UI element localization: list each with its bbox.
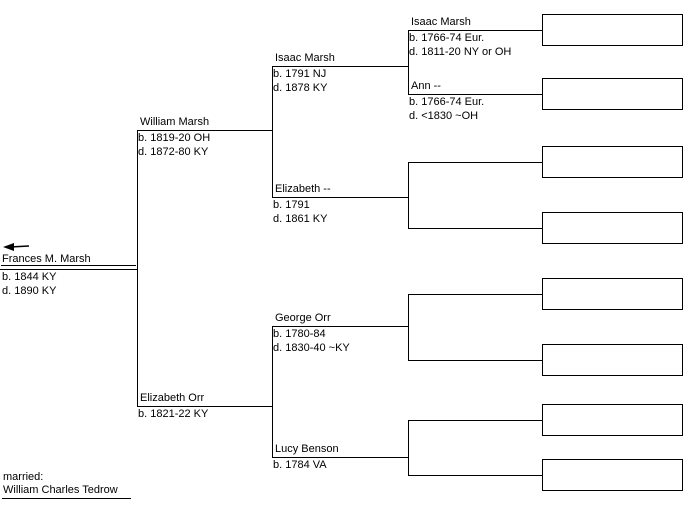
mother-line	[137, 406, 273, 407]
left-arrow-icon[interactable]	[3, 242, 30, 252]
bracket-pgm-parents	[408, 162, 409, 229]
empty-ancestor-box	[542, 404, 683, 436]
person-birth: b. 1791	[273, 199, 310, 211]
person-name: William Marsh	[140, 116, 210, 128]
empty-ancestor-box	[542, 78, 683, 110]
blank-ancestor-line	[408, 228, 542, 229]
paternal-grandmother-line	[272, 197, 409, 198]
root-name-underline	[1, 265, 136, 266]
person-name: Isaac Marsh	[275, 52, 335, 64]
person-name: Elizabeth Orr	[140, 392, 205, 404]
person-birth: b. 1766-74 Eur.	[409, 96, 485, 108]
blank-ancestor-line	[408, 294, 542, 295]
bracket-father-parents	[272, 66, 273, 198]
empty-ancestor-box	[542, 146, 683, 178]
person-death: d. 1830-40 ~KY	[273, 342, 350, 354]
maternal-grandmother-line	[272, 457, 409, 458]
empty-ancestor-box	[542, 459, 683, 491]
maternal-grandfather-line	[272, 326, 409, 327]
person-name: George Orr	[275, 312, 331, 324]
person-birth: b. 1821-22 KY	[138, 408, 209, 420]
paternal-grandfather-line	[272, 66, 409, 67]
blank-ancestor-line	[408, 475, 542, 476]
person-birth: b. 1819-20 OH	[138, 132, 211, 144]
person-birth: b. 1784 VA	[273, 459, 327, 471]
blank-ancestor-line	[408, 162, 542, 163]
person-name: Lucy Benson	[275, 443, 339, 455]
person-death: d. 1872-80 KY	[138, 146, 209, 158]
root-pedigree-line	[0, 269, 137, 270]
blank-ancestor-line	[408, 360, 542, 361]
bracket-mgf-parents	[408, 294, 409, 361]
bracket-pgf-parents	[408, 30, 409, 95]
person-death: d. <1830 ~OH	[409, 110, 479, 122]
person-birth: b. 1766-74 Eur.	[409, 32, 485, 44]
empty-ancestor-box	[542, 212, 683, 244]
empty-ancestor-box	[542, 14, 683, 46]
empty-ancestor-box	[542, 278, 683, 310]
spouse-name-underline	[2, 498, 131, 499]
person-name: Isaac Marsh	[411, 16, 471, 28]
bracket-mgm-parents	[408, 420, 409, 476]
person-name: Elizabeth --	[275, 183, 331, 195]
person-name: Ann --	[411, 80, 441, 92]
person-birth: b. 1780-84	[273, 328, 326, 340]
father-line	[137, 130, 273, 131]
person-birth: b. 1844 KY	[2, 271, 57, 283]
empty-ancestor-box	[542, 344, 683, 376]
bracket-mother-parents	[272, 326, 273, 458]
person-death: d. 1811-20 NY or OH	[409, 46, 512, 58]
married-label: married:	[3, 471, 44, 483]
person-death: d. 1890 KY	[2, 285, 57, 297]
bracket-gen2	[137, 130, 138, 407]
person-death: d. 1878 KY	[273, 82, 328, 94]
paternal-great-grandmother-line	[408, 94, 542, 95]
blank-ancestor-line	[408, 420, 542, 421]
spouse-name: William Charles Tedrow	[3, 484, 118, 496]
person-name: Frances M. Marsh	[2, 253, 91, 265]
paternal-great-grandfather-line	[408, 30, 542, 31]
person-death: d. 1861 KY	[273, 213, 328, 225]
person-birth: b. 1791 NJ	[273, 68, 327, 80]
